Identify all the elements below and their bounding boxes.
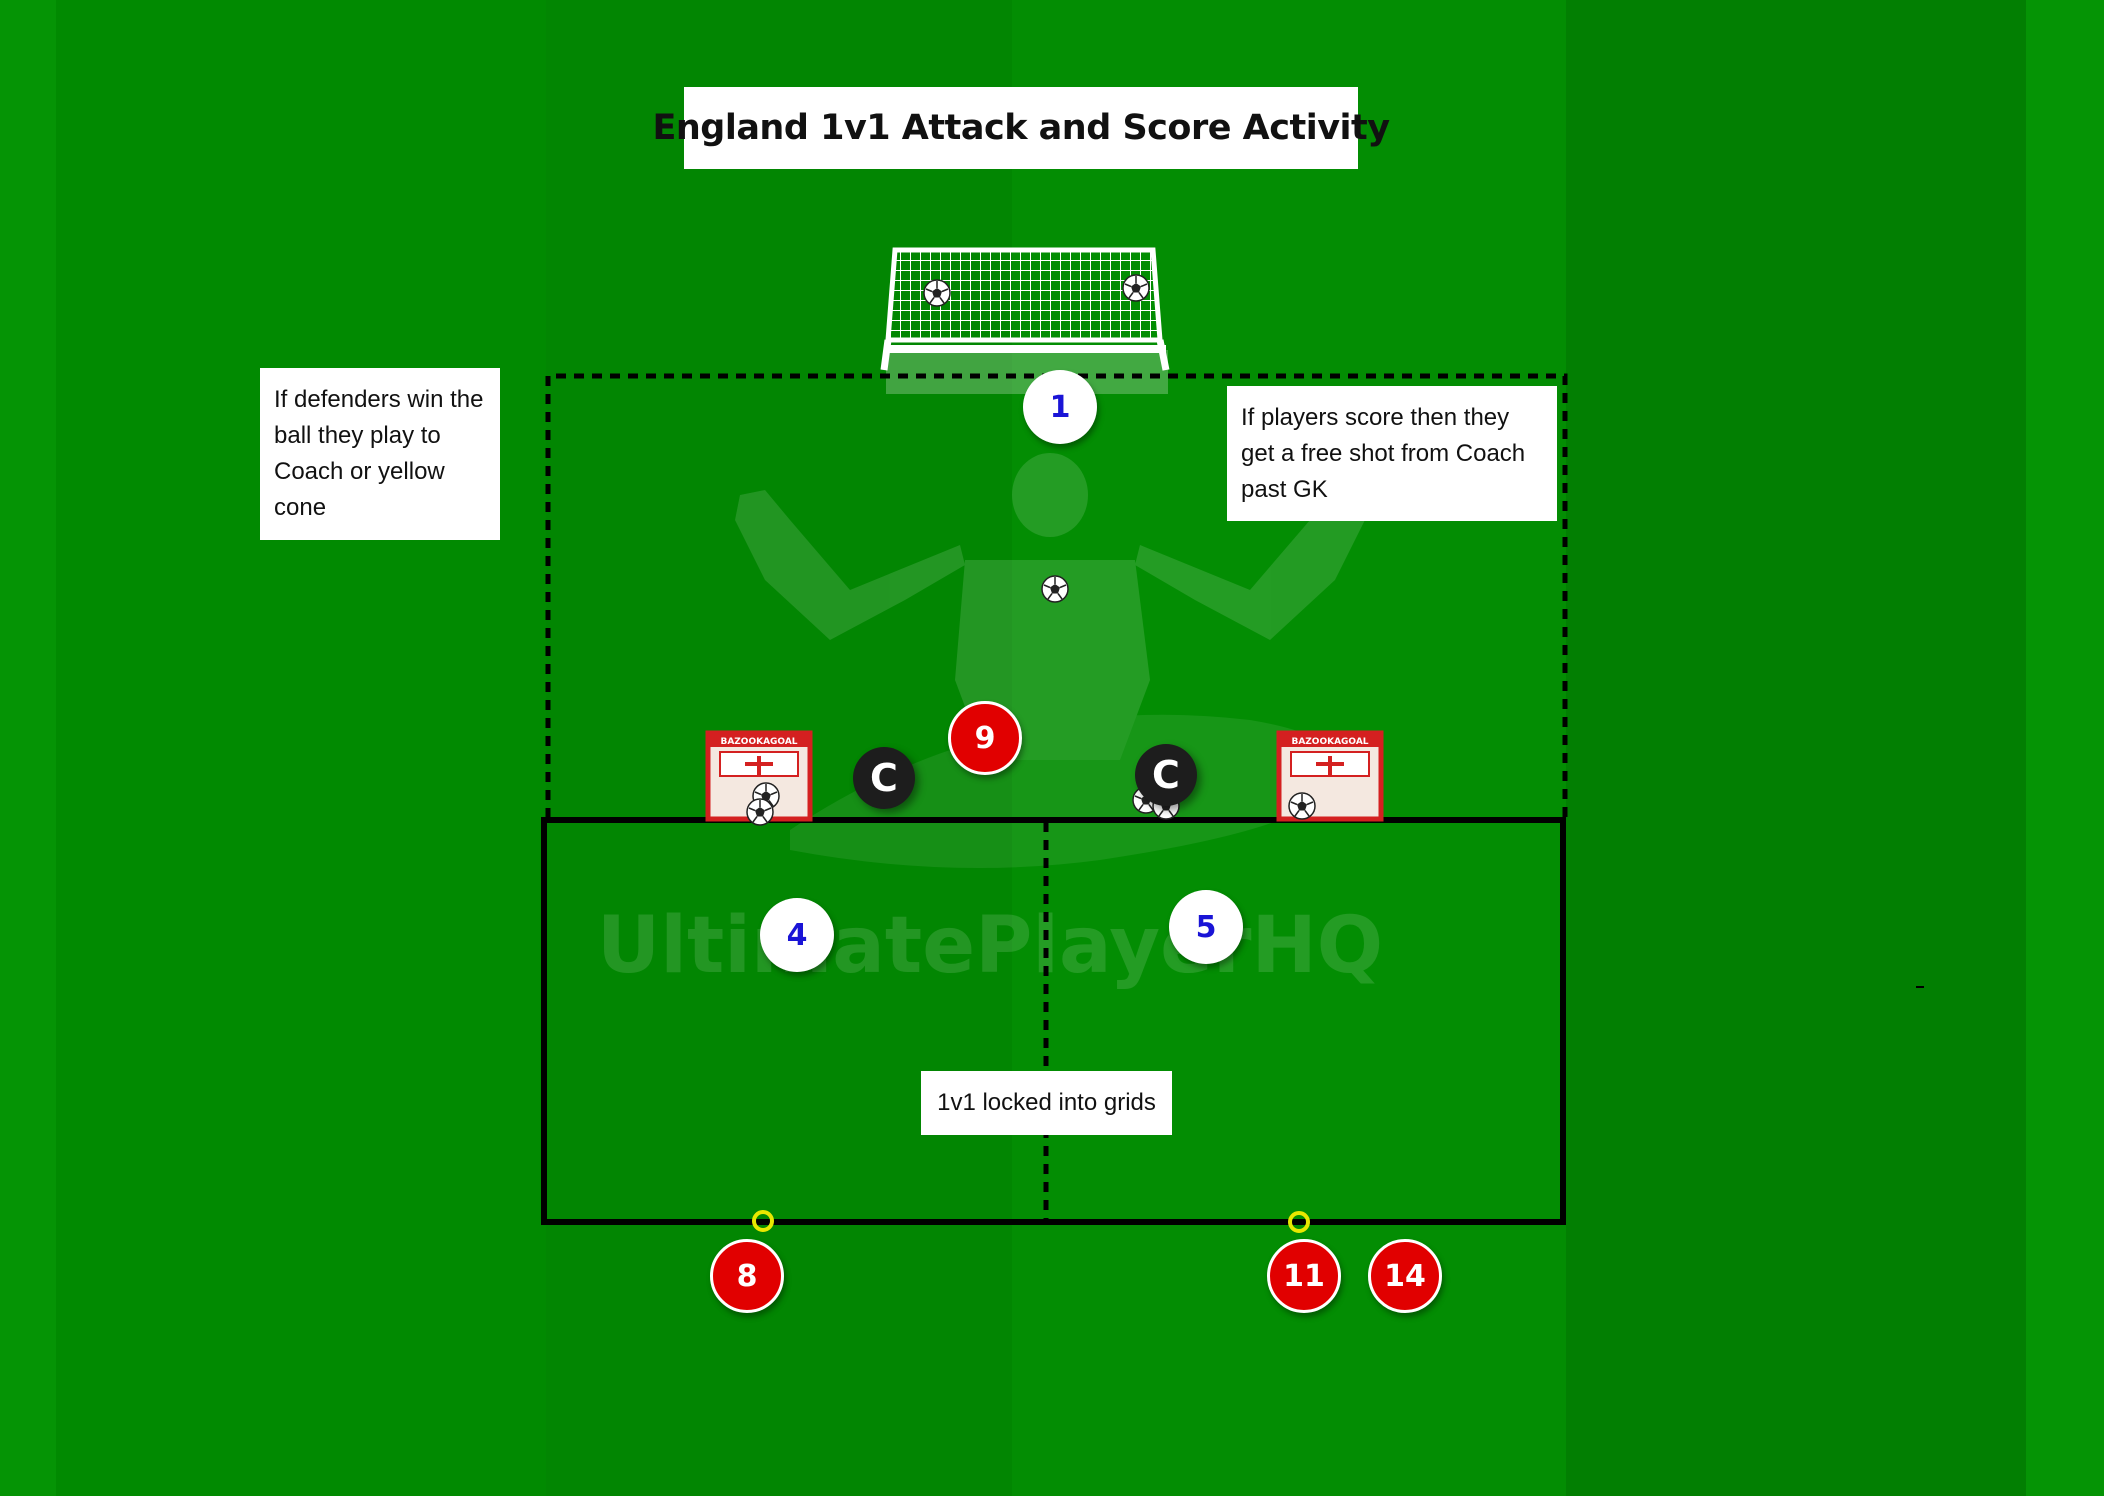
player-defender-9[interactable]: 9	[948, 701, 1022, 775]
yellow-cone-left[interactable]	[752, 1210, 774, 1232]
coach-left[interactable]: C	[853, 747, 915, 809]
main-goal	[880, 247, 1170, 394]
ball-icon[interactable]	[1288, 792, 1316, 820]
svg-text:BAZOOKAGOAL: BAZOOKAGOAL	[1291, 737, 1368, 747]
ball-icon[interactable]	[1122, 274, 1150, 302]
ball-icon[interactable]	[746, 798, 774, 826]
grid-area	[541, 817, 1566, 1225]
player-defender-11[interactable]: 11	[1267, 1239, 1341, 1313]
player-defender-8[interactable]: 8	[710, 1239, 784, 1313]
ball-icon[interactable]	[1041, 575, 1069, 603]
player-attacker-4[interactable]: 4	[760, 898, 834, 972]
dashed-zone	[545, 373, 1568, 818]
svg-text:BAZOOKAGOAL: BAZOOKAGOAL	[720, 737, 797, 747]
player-attacker-5[interactable]: 5	[1169, 890, 1243, 964]
player-defender-14[interactable]: 14	[1368, 1239, 1442, 1313]
yellow-cone-right[interactable]	[1288, 1211, 1310, 1233]
note-defenders-win: If defenders win the ball they play to C…	[260, 368, 500, 540]
mini-goal-right: BAZOOKAGOAL	[1276, 730, 1384, 822]
ball-icon[interactable]	[923, 279, 951, 307]
coach-right[interactable]: C	[1135, 744, 1197, 806]
player-goalkeeper-1[interactable]: 1	[1023, 370, 1097, 444]
page-title: England 1v1 Attack and Score Activity	[652, 87, 1390, 169]
note-grids: 1v1 locked into grids	[921, 1071, 1172, 1135]
note-players-score: If players score then they get a free sh…	[1227, 386, 1557, 521]
